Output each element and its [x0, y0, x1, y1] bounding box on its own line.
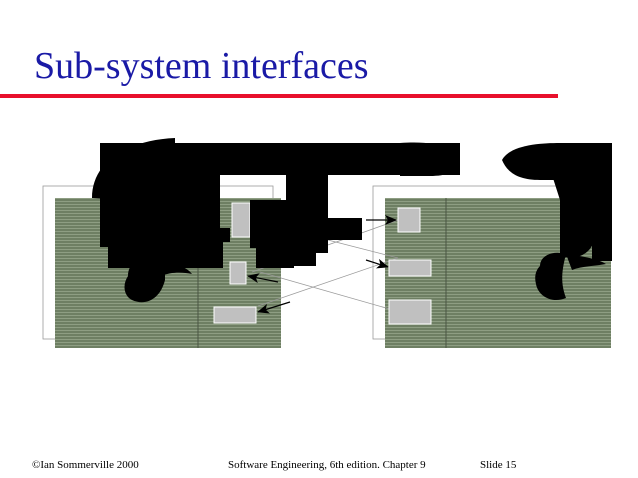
overlay-shape-top-right-curve — [400, 142, 458, 176]
right-interface-3 — [388, 299, 432, 325]
arrow-into-left-bottom-interface — [257, 301, 291, 314]
overlay-shape-right-stem — [552, 175, 596, 258]
overlay-shape-right-column — [592, 143, 612, 261]
title-underline — [0, 94, 558, 98]
overlay-shape-center-block — [250, 200, 302, 248]
arrow-into-right-middle-interface — [365, 258, 389, 269]
footer-slide-number: Slide 15 — [480, 459, 517, 471]
overlay-shape-left-step — [150, 228, 230, 242]
overlay-shape-right-cap — [502, 143, 612, 180]
overlay-shape-left-lower-slab — [108, 240, 223, 268]
left-interface-1 — [231, 202, 251, 238]
overlay-shape-center-base-step — [286, 248, 316, 266]
black-overlay-shapes — [92, 138, 612, 303]
right-interface-1 — [397, 207, 421, 233]
right-interface-2 — [388, 259, 432, 277]
overlay-shape-left-hook — [124, 254, 165, 303]
overlay-shape-left-tail — [160, 264, 192, 276]
footer-book-title: Software Engineering, 6th edition. Chapt… — [228, 459, 426, 471]
slide-title: Sub-system interfaces — [34, 45, 369, 87]
arrow-into-left-middle-interface — [247, 273, 279, 284]
overlay-shape-center-ledge — [316, 218, 362, 240]
overlay-shape-center-base — [256, 246, 294, 268]
overlay-shape-right-hook — [535, 252, 566, 301]
left-interface-2 — [229, 261, 247, 285]
left-interface-3 — [213, 306, 257, 324]
overlay-shape-right-tail — [566, 254, 606, 270]
footer-copyright: ©Ian Sommerville 2000 — [32, 459, 139, 471]
interface-boxes — [213, 202, 432, 325]
